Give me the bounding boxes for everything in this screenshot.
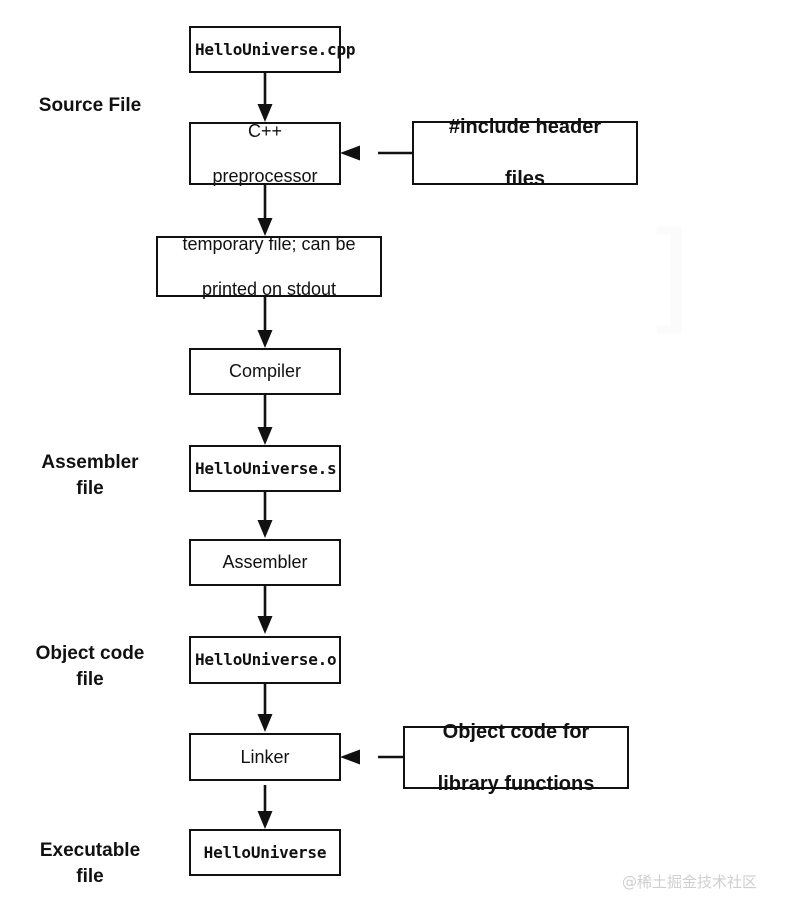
node-assembler-label: Assembler <box>222 552 308 573</box>
node-temporary-file-line1: temporary file; can be <box>182 233 356 254</box>
node-library-object-code-label: Object code for library functions <box>405 719 627 797</box>
node-compiler[interactable]: Compiler <box>189 348 341 395</box>
stage-label-executable-file-line1: Executable <box>39 840 141 861</box>
node-executable[interactable]: HelloUniverse <box>189 829 341 876</box>
stage-label-executable-file-line2: file <box>76 865 104 887</box>
node-preprocessor-label: C++ preprocessor <box>191 120 339 188</box>
arrow-tempfile-to-compiler <box>256 296 274 350</box>
arrow-linker-to-executable <box>256 785 274 831</box>
node-include-headers[interactable]: #include header files <box>412 116 638 190</box>
node-compiler-label: Compiler <box>228 361 302 382</box>
stage-label-assembler-file-line2: file <box>76 477 104 499</box>
node-include-headers-line1: #include header <box>448 116 602 138</box>
stage-label-object-code-file: Object code file <box>10 641 170 692</box>
arrow-assembler-to-object-file <box>256 586 274 636</box>
node-object-file[interactable]: HelloUniverse.o <box>189 636 341 684</box>
node-linker[interactable]: Linker <box>189 733 341 781</box>
node-library-object-code-line1: Object code for <box>442 720 590 743</box>
arrow-preprocessor-to-tempfile <box>256 185 274 238</box>
stage-label-object-code-file-line1: Object code <box>35 643 145 664</box>
node-temporary-file[interactable]: temporary file; can be printed on stdout <box>156 234 382 299</box>
arrow-assembly-file-to-assembler <box>256 492 274 540</box>
arrow-library-to-linker <box>338 748 406 766</box>
arrow-object-file-to-linker <box>256 684 274 734</box>
arrow-compiler-to-assembly-file <box>256 395 274 447</box>
site-watermark: @稀土掘金技术社区 <box>622 873 758 891</box>
node-assembly-file-label: HelloUniverse.s <box>195 458 337 478</box>
node-preprocessor[interactable]: C++ preprocessor <box>189 120 341 188</box>
ghost-watermark: ] <box>645 208 692 347</box>
node-preprocessor-line2: preprocessor <box>212 165 318 186</box>
node-object-file-label: HelloUniverse.o <box>195 650 337 669</box>
node-assembly-file[interactable]: HelloUniverse.s <box>189 445 341 492</box>
arrow-include-to-preprocessor <box>338 144 414 162</box>
node-preprocessor-line1: C++ <box>247 120 283 141</box>
stage-label-source-file: Source File <box>10 93 170 119</box>
stage-label-object-code-file-line2: file <box>76 668 104 690</box>
node-library-object-code-line2: library functions <box>437 772 595 795</box>
node-assembler[interactable]: Assembler <box>189 539 341 586</box>
stage-label-assembler-file-line1: Assembler <box>41 452 139 473</box>
node-temporary-file-label: temporary file; can be printed on stdout <box>158 233 380 301</box>
node-temporary-file-line2: printed on stdout <box>201 278 337 299</box>
node-source-cpp-label: HelloUniverse.cpp <box>195 39 356 59</box>
stage-label-executable-file: Executable file <box>10 838 170 889</box>
node-library-object-code[interactable]: Object code for library functions <box>403 721 629 795</box>
node-include-headers-label: #include header files <box>414 114 636 192</box>
node-linker-label: Linker <box>240 746 290 767</box>
arrow-source-to-preprocessor <box>256 72 274 124</box>
node-executable-label: HelloUniverse <box>203 842 327 862</box>
node-include-headers-line2: files <box>504 168 546 190</box>
stage-label-source-file-text: Source File <box>38 95 142 116</box>
stage-label-assembler-file: Assembler file <box>10 450 170 501</box>
node-source-cpp[interactable]: HelloUniverse.cpp <box>189 26 356 73</box>
